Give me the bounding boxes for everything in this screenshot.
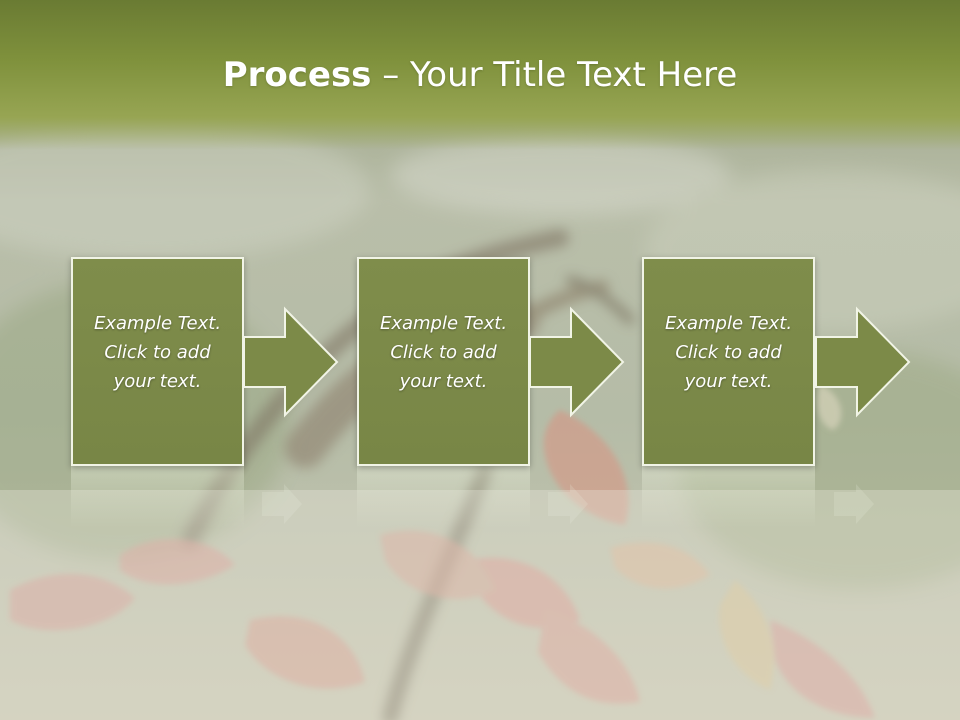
arrow-right-icon xyxy=(815,306,911,418)
title-rest-text: – Your Title Text Here xyxy=(371,55,738,95)
process-step-2[interactable]: Example Text. Click to add your text. xyxy=(357,257,530,466)
title-band xyxy=(0,0,960,150)
step-1-reflection xyxy=(71,466,244,528)
process-step-1-text[interactable]: Example Text. Click to add your text. xyxy=(93,312,222,392)
arrow-right-icon xyxy=(243,306,339,418)
title-bold-text: Process xyxy=(222,55,372,95)
arrow-right-icon-reflection xyxy=(834,484,874,524)
step-3-reflection xyxy=(642,466,815,528)
process-step-1[interactable]: Example Text. Click to add your text. xyxy=(71,257,244,466)
slide-title[interactable]: Process – Your Title Text Here xyxy=(0,50,960,100)
process-step-2-text[interactable]: Example Text. Click to add your text. xyxy=(379,312,508,392)
process-step-3-text[interactable]: Example Text. Click to add your text. xyxy=(664,312,793,392)
arrow-right-icon-reflection xyxy=(548,484,588,524)
arrow-right-icon xyxy=(529,306,625,418)
arrow-right-icon-reflection xyxy=(262,484,302,524)
step-2-reflection xyxy=(357,466,530,528)
process-step-3[interactable]: Example Text. Click to add your text. xyxy=(642,257,815,466)
